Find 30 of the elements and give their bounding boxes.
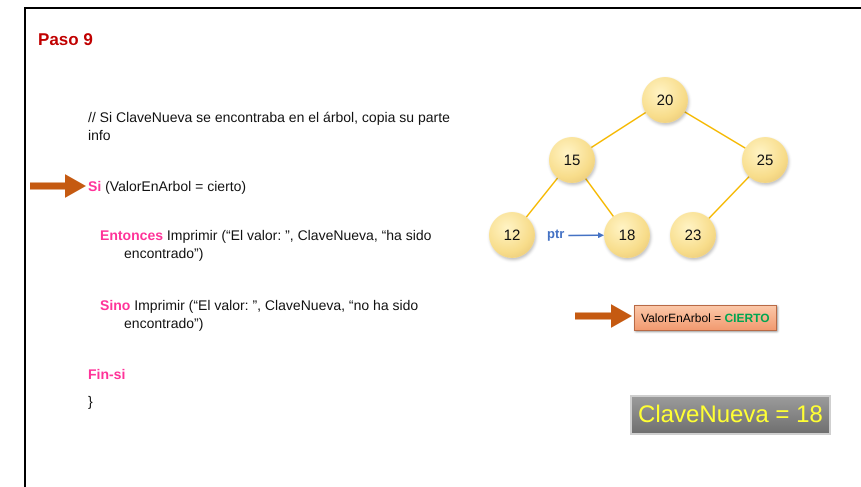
tree-edge bbox=[708, 176, 750, 219]
node-value: 15 bbox=[564, 152, 580, 168]
code-line: Si (ValorEnArbol = cierto) bbox=[88, 177, 468, 195]
node-value: 12 bbox=[504, 226, 520, 244]
tree-edge bbox=[590, 112, 646, 148]
node-value: 20 bbox=[656, 92, 674, 108]
code-comment: // Si ClaveNueva se encontraba en el árbol, copia su parte info bbox=[88, 108, 451, 144]
tree-node-circle bbox=[742, 137, 788, 183]
tree-node-circle bbox=[670, 212, 716, 258]
pointer-label: ptr bbox=[547, 226, 564, 241]
node-value: 18 bbox=[618, 226, 636, 244]
tree-edge bbox=[526, 178, 558, 218]
tree-edge bbox=[684, 111, 746, 149]
code-keyword: Fin-si bbox=[88, 365, 126, 383]
arrow bbox=[568, 232, 604, 238]
code-line: Sino Imprimir (“El valor: ”, ClaveNueva, “no ha sido encontrado”) bbox=[100, 296, 420, 332]
slide-title: Paso 9 bbox=[38, 30, 93, 50]
tree-node-circle bbox=[489, 212, 535, 258]
node-value: 25 bbox=[756, 152, 774, 168]
code-brace: } bbox=[88, 392, 94, 410]
tree-node-circle bbox=[642, 77, 688, 123]
block-arrow bbox=[575, 304, 632, 328]
tree-edge bbox=[585, 178, 614, 217]
code-line: Entonces Imprimir (“El valor: ”, ClaveNueva, “ha sido encontrado”) bbox=[100, 226, 432, 262]
block-arrow bbox=[30, 174, 86, 198]
node-value: 23 bbox=[684, 226, 702, 244]
tree-node-circle bbox=[604, 212, 650, 258]
tree-node-circle bbox=[549, 137, 595, 183]
status-box: ValorEnArbol = CIERTO bbox=[634, 305, 777, 331]
value-box: ClaveNueva = 18 bbox=[630, 395, 831, 435]
